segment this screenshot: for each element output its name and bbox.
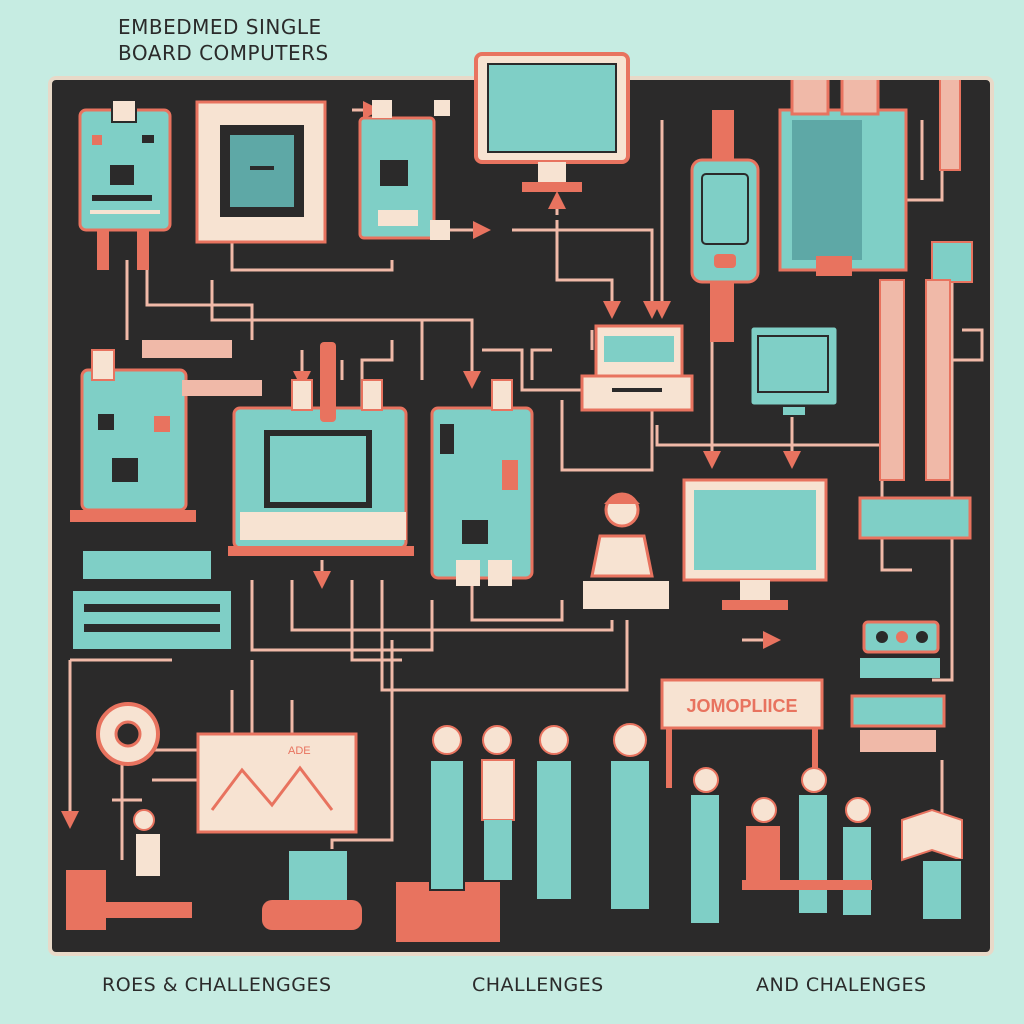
sbc-board-center-right <box>430 379 534 586</box>
worker-8 <box>841 797 873 917</box>
processor-chip-board <box>195 100 327 244</box>
worker-6 <box>746 797 780 886</box>
diagram-canvas: JOMOPLIICE ADE <box>61 80 984 942</box>
worker-1 <box>429 725 465 891</box>
caption-right: AND CHALENGES <box>756 974 927 996</box>
monitor-top-icon <box>474 52 630 192</box>
signboard-label: JOMOPLIICE <box>686 696 797 716</box>
forklift-scene <box>66 809 362 931</box>
network-switch <box>580 324 694 412</box>
workers-group <box>396 723 873 942</box>
worker-2 <box>481 725 515 880</box>
whiteboard-label: ADE <box>288 745 311 757</box>
control-panel <box>850 620 946 752</box>
sbc-module-top-center <box>358 100 450 240</box>
operator-at-keyboard <box>581 492 671 611</box>
diagram-title: EMBEDMED SINGLE BOARD COMPUTERS <box>118 14 329 66</box>
worker-4 <box>609 723 651 911</box>
gear-icon <box>96 702 160 766</box>
sbc-board-top-left <box>78 99 172 270</box>
whiteboard <box>196 732 358 834</box>
monitor-small <box>748 324 840 417</box>
title-line-2: BOARD COMPUTERS <box>118 41 329 65</box>
diagram-board: JOMOPLIICE ADE <box>48 76 994 956</box>
company-signboard <box>660 678 824 788</box>
title-line-1: EMBEDMED SINGLE <box>118 15 322 39</box>
manual-book-stand <box>901 808 963 921</box>
monitor-large <box>682 478 828 610</box>
worker-5 <box>689 767 721 925</box>
sbc-display-board <box>228 342 414 556</box>
worker-7 <box>797 767 829 915</box>
worker-3 <box>535 725 573 901</box>
industrial-power-unit <box>778 80 908 276</box>
caption-left: ROES & CHALLENGGES <box>102 974 332 996</box>
caption-center: CHALLENGES <box>472 974 604 996</box>
handheld-device <box>690 110 760 342</box>
industrial-tower <box>858 80 973 540</box>
sbc-board-left-mid <box>70 340 262 651</box>
